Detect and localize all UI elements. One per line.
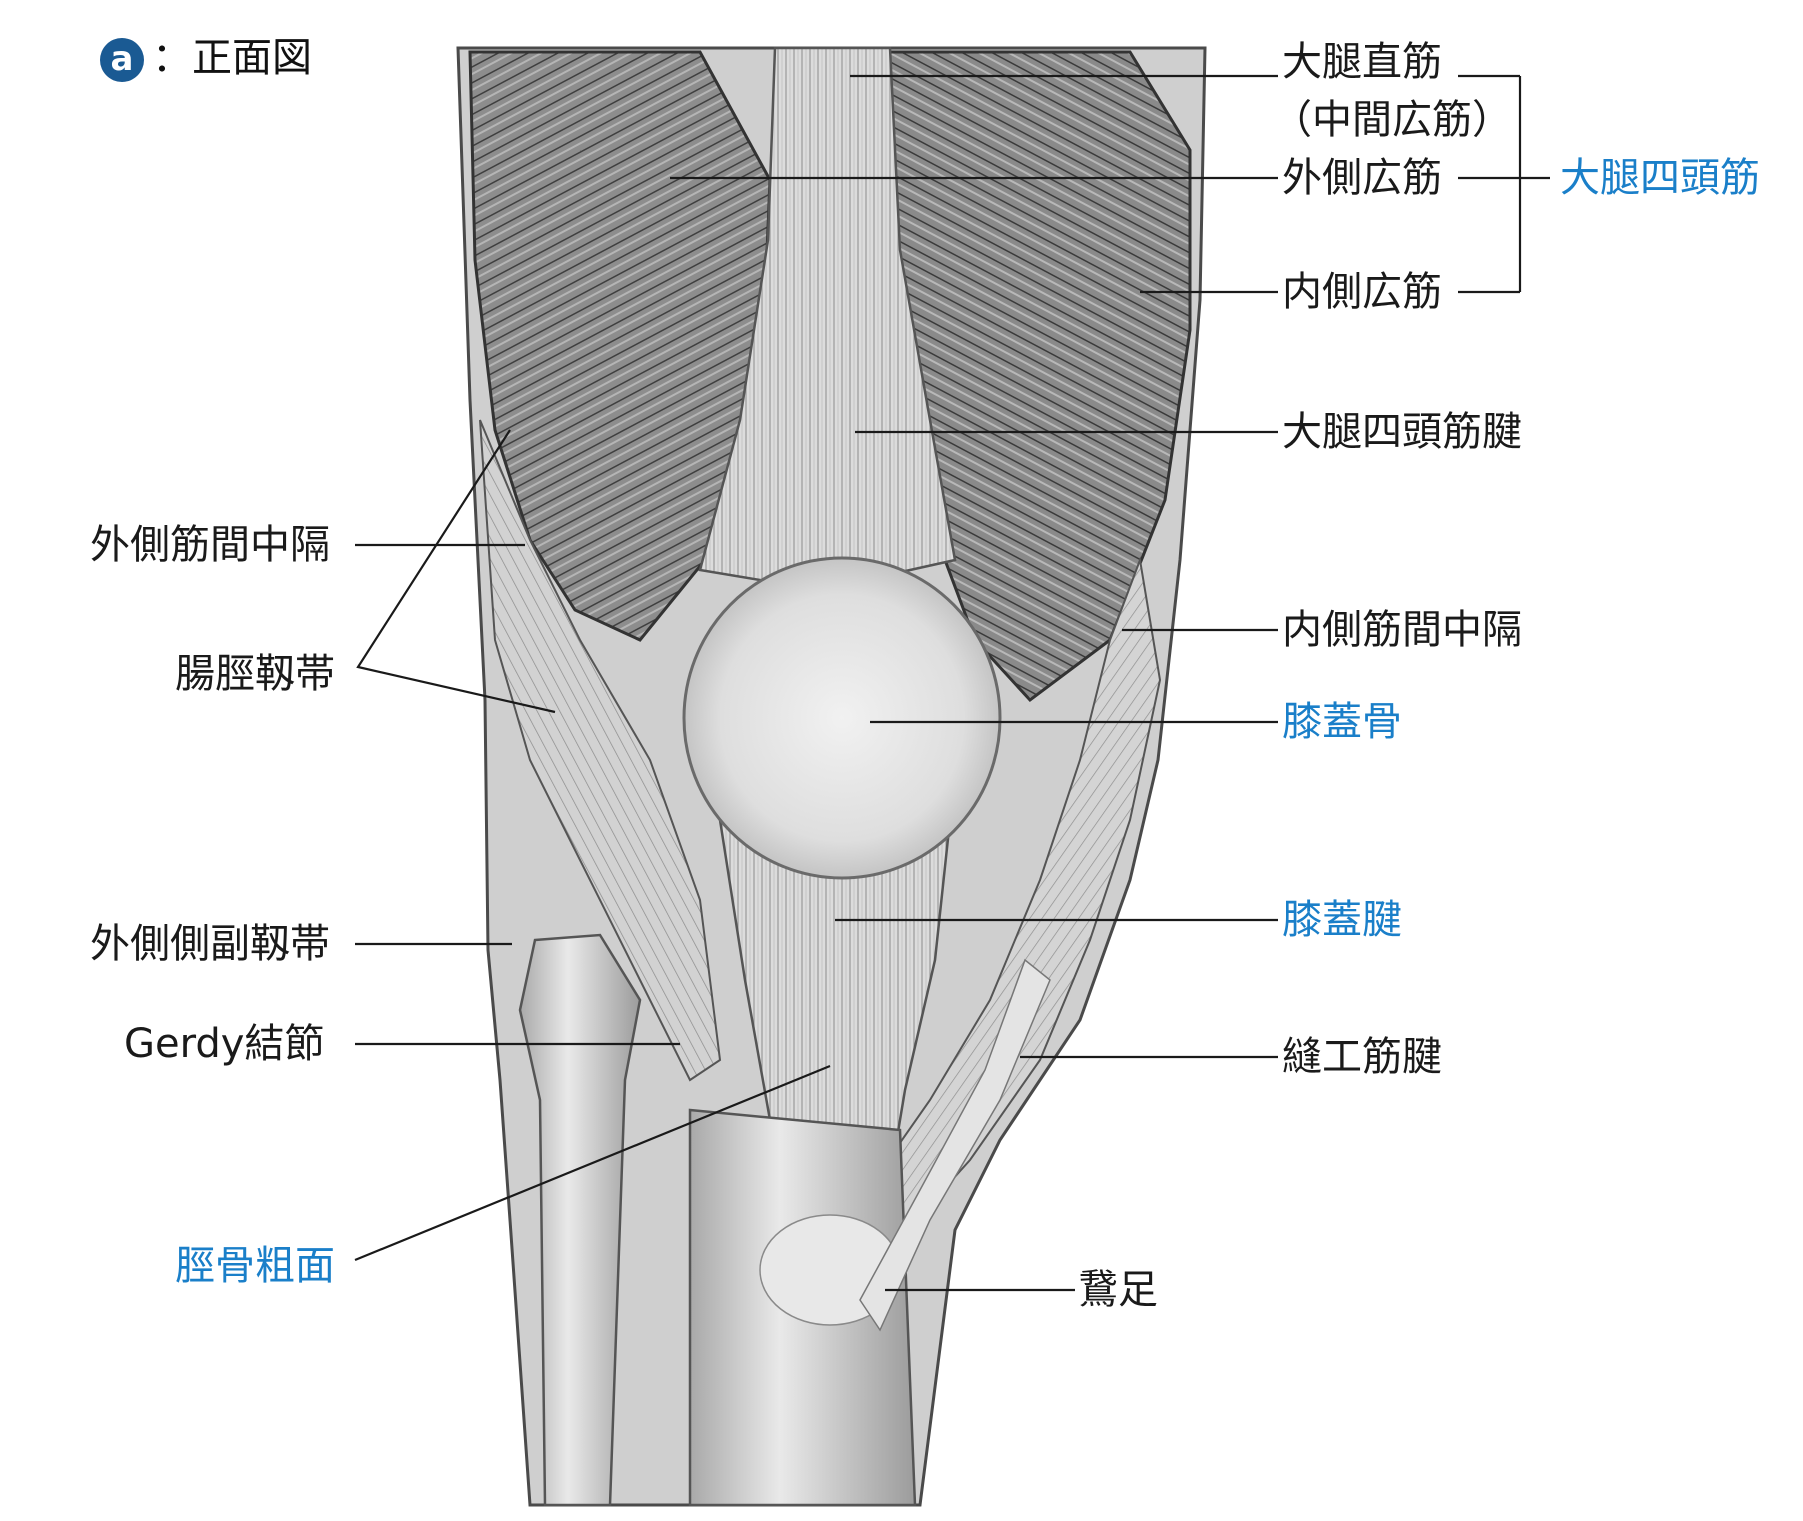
fibula-shape bbox=[518, 933, 642, 1507]
label-quadriceps-tendon: 大腿四頭筋腱 bbox=[1282, 409, 1522, 455]
label-patella: 膝蓋骨 bbox=[1282, 699, 1402, 745]
label-patellar-tendon: 膝蓋腱 bbox=[1282, 897, 1402, 943]
it-band-shape bbox=[479, 419, 722, 1082]
label-quadriceps: 大腿四頭筋 bbox=[1560, 155, 1760, 201]
label-it-band: 腸脛靱帯 bbox=[175, 651, 335, 697]
label-sartorius-tendon: 縫工筋腱 bbox=[1282, 1034, 1442, 1080]
label-vastus-lateralis: 外側広筋 bbox=[1282, 155, 1442, 201]
leader-lines bbox=[354, 74, 1550, 1292]
view-title: ：正面図 bbox=[152, 35, 312, 81]
label-tibial-tuberosity: 脛骨粗面 bbox=[175, 1243, 335, 1289]
label-gerdy: Gerdy結節 bbox=[124, 1021, 325, 1067]
label-medial-septum: 内側筋間中隔 bbox=[1282, 607, 1522, 653]
view-badge: a bbox=[100, 38, 144, 82]
label-rectus-femoris: 大腿直筋 bbox=[1282, 39, 1442, 85]
label-vastus-medialis: 内側広筋 bbox=[1282, 269, 1442, 315]
label-pes-anserinus: 鵞足 bbox=[1078, 1267, 1158, 1313]
patella-shape bbox=[682, 556, 1002, 880]
label-lateral-septum: 外側筋間中隔 bbox=[90, 522, 330, 568]
sartorius-tendon-shape bbox=[859, 958, 1051, 1332]
label-vastus-intermedius: （中間広筋） bbox=[1272, 97, 1512, 143]
vastus-lateralis-shape bbox=[468, 50, 772, 642]
label-lcl: 外側側副靱帯 bbox=[90, 921, 330, 967]
